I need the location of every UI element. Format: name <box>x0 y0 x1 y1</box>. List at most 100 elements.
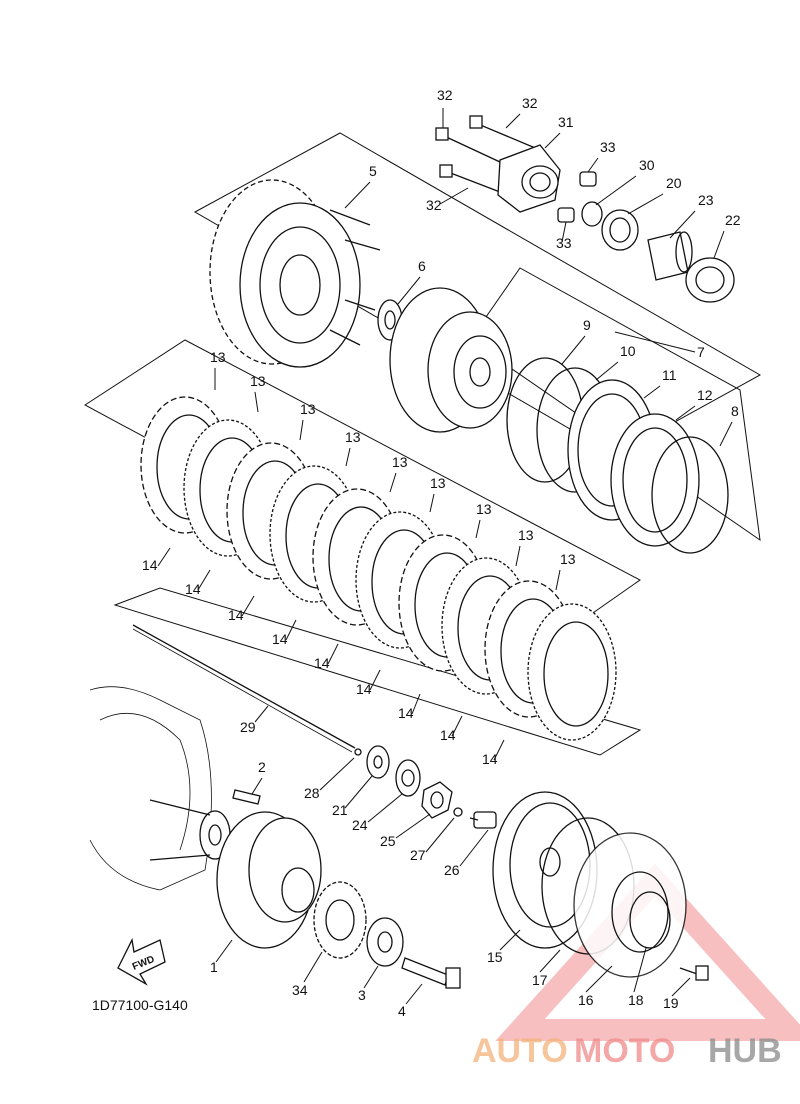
callout-label: 33 <box>556 235 572 251</box>
leader-line <box>499 929 521 951</box>
callout-label: 20 <box>666 175 682 191</box>
callout-label: 31 <box>558 114 574 130</box>
leader-line <box>595 361 619 381</box>
callout-label: 32 <box>437 87 453 103</box>
leader-line <box>493 739 505 761</box>
clutch-boss-7 <box>389 287 513 433</box>
callout-label: 9 <box>583 317 591 333</box>
leader-line <box>345 447 351 467</box>
callout-label: 33 <box>600 139 616 155</box>
callout-label: 32 <box>426 197 442 213</box>
leader-line <box>319 757 355 791</box>
leader-line <box>713 230 725 259</box>
leader-line <box>587 157 599 173</box>
leader-line <box>215 939 233 963</box>
callout-label: 14 <box>440 727 456 743</box>
leader-line <box>389 472 397 493</box>
collar-23 <box>647 231 693 281</box>
callout-label: 12 <box>697 387 713 403</box>
leader-line <box>363 965 379 989</box>
callout-label: 14 <box>314 655 330 671</box>
leader-line <box>671 977 691 997</box>
callout-label: 14 <box>272 631 288 647</box>
watermark-part2: MOTO <box>574 1032 675 1070</box>
leader-line <box>595 175 637 206</box>
callout-label: 27 <box>410 847 426 863</box>
callout-label: 22 <box>725 212 741 228</box>
leader-line <box>395 813 431 839</box>
leader-line <box>369 669 381 691</box>
leader-line <box>254 705 269 723</box>
callout-label: 16 <box>578 992 594 1008</box>
leader-line <box>643 385 661 399</box>
callout-label: 13 <box>518 527 534 543</box>
plate-16 <box>573 832 687 978</box>
leader-line <box>555 569 561 591</box>
watermark-logo: AUTO MOTO HUB <box>472 1032 782 1070</box>
bearing-22 <box>685 257 735 303</box>
leader-line <box>327 643 339 665</box>
washer-21 <box>366 745 390 779</box>
leader-line <box>411 693 421 715</box>
primary-driven-gear-5 <box>209 179 381 368</box>
leader-line <box>303 951 323 983</box>
leader-line <box>627 193 664 215</box>
callout-label: 11 <box>662 367 677 383</box>
leader-line <box>669 210 696 239</box>
bracket-31 <box>497 144 561 213</box>
leader-line <box>561 335 586 365</box>
leader-line <box>585 965 613 993</box>
key-2 <box>232 789 261 805</box>
callout-label: 15 <box>487 949 503 965</box>
push-rod-29 <box>132 624 362 756</box>
bearing-24 <box>395 759 421 797</box>
leader-line <box>344 181 371 209</box>
callout-leaders <box>157 108 733 1005</box>
callout-label: 17 <box>532 972 548 988</box>
callout-label: 13 <box>250 373 266 389</box>
callout-label: 18 <box>628 992 644 1008</box>
callout-label: 19 <box>663 995 679 1011</box>
callout-label: 21 <box>332 802 348 818</box>
callout-label: 6 <box>418 258 426 274</box>
callout-label: 29 <box>240 719 256 735</box>
callout-label: 3 <box>358 987 366 1003</box>
plate-12 <box>610 413 700 547</box>
callout-label: 23 <box>698 192 714 208</box>
bolt-32-middle <box>469 115 541 151</box>
leader-line <box>719 421 733 447</box>
callout-label: 14 <box>228 607 244 623</box>
callout-label: 7 <box>697 344 705 360</box>
plunger-26 <box>469 811 497 829</box>
callout-label: 24 <box>352 817 368 833</box>
callout-label: 13 <box>300 401 316 417</box>
plate-disc-inner <box>543 621 609 727</box>
leader-line <box>197 569 211 591</box>
leader-line <box>544 132 561 149</box>
leader-line <box>475 519 481 539</box>
leader-line <box>539 949 561 973</box>
callout-label: 4 <box>398 1003 406 1019</box>
callout-label: 13 <box>210 349 226 365</box>
leader-line <box>254 391 259 413</box>
leader-line <box>614 331 696 353</box>
callout-label: 14 <box>398 705 414 721</box>
callout-label: 13 <box>476 501 492 517</box>
callout-label: 34 <box>292 982 308 998</box>
plate-18 <box>629 891 671 949</box>
fwd-arrow: FWD <box>117 937 166 986</box>
leader-line <box>157 547 171 567</box>
callout-label: 13 <box>392 454 408 470</box>
washer-3 <box>366 917 404 967</box>
sprocket-34 <box>313 881 367 959</box>
callout-label: 1 <box>210 959 218 975</box>
callout-label: 13 <box>560 551 576 567</box>
nut-25 <box>421 781 453 819</box>
bolt-32-lower <box>439 164 501 193</box>
leader-line <box>505 113 521 129</box>
diagram-code: 1D77100-G140 <box>92 997 188 1013</box>
callout-label: 5 <box>369 163 377 179</box>
leader-line <box>675 405 696 421</box>
